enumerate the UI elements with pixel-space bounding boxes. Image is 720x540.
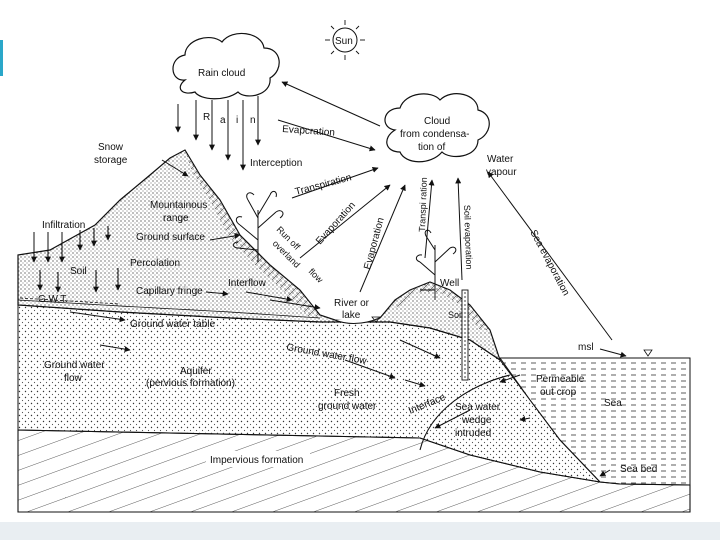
sea-label: Sea [604, 398, 622, 409]
slide-footer-band [0, 522, 720, 540]
cloud-label-line1: Cloud [424, 116, 450, 127]
msl-label: msl [578, 342, 594, 353]
ground-water-table-label: Ground water table [130, 319, 215, 330]
ground-water-table-line [17, 299, 321, 319]
river-lake-line1: River or [334, 298, 370, 309]
sea-water-wedge-line2: wedge [461, 415, 492, 426]
sea-water [499, 357, 691, 486]
salt-fresh-interface [419, 374, 511, 451]
hill-hatch [380, 282, 490, 330]
river-lake-line2: lake [342, 310, 361, 321]
sun-label: Sun [335, 36, 353, 47]
fresh-ground-water-line1: Fresh [334, 388, 360, 399]
sea-water-wedge-line3: intruded [455, 428, 491, 439]
rain-letter-i: i [236, 115, 238, 126]
infiltration-arrows [31, 226, 121, 293]
infiltration-label: Infiltration [42, 220, 85, 231]
evaporation-lake-label: Evaporation [362, 216, 386, 270]
runoff-line3: flow [307, 266, 326, 285]
river-lake [334, 317, 381, 324]
ground-surface-label: Ground surface [136, 232, 205, 243]
sun-icon [325, 20, 365, 60]
rain-cloud-label: Rain cloud [198, 68, 245, 79]
rain-letter-n: n [250, 115, 256, 126]
soil-label: Soil [70, 266, 87, 277]
permeable-outcrop-line2: out crop [540, 387, 577, 398]
slide-edge-accent [0, 40, 3, 76]
rain-arrows [175, 96, 261, 171]
aquifer-line2: (pervious formation) [146, 378, 235, 389]
tree-right-icon [415, 229, 457, 300]
snow-storage-line1: Snow [98, 142, 124, 153]
impervious-formation-label: Impervious formation [210, 455, 303, 466]
rain-cloud [172, 32, 280, 100]
fresh-ground-water-line2: ground water [318, 401, 377, 412]
capillary-fringe-label: Capillary fringe [136, 286, 203, 297]
water-vapour-line1: Water [487, 154, 514, 165]
ground-water-flow-left-line2: flow [64, 373, 83, 384]
mountain-slope-hatch [185, 150, 320, 318]
sea-bed-label: Sea bed [620, 464, 657, 475]
flow-arrows [69, 81, 613, 477]
well-shaft [461, 289, 469, 381]
condensation-cloud [384, 93, 490, 163]
transpiration-mid-label: Transpiration [294, 172, 353, 198]
ground-water-flow-left-line1: Ground water [44, 360, 105, 371]
water-vapour-line2: vapour [486, 167, 517, 178]
mountainous-range-line1: Mountainous [150, 200, 207, 211]
permeable-outcrop-line1: Permeable [536, 374, 585, 385]
snow-storage-line2: storage [94, 155, 128, 166]
soil-evaporation-label: Soil evaporation [462, 205, 474, 270]
gwt-label: G.W.T. [38, 294, 68, 305]
aquifer-line1: Aquifer [180, 366, 212, 377]
evaporation-slope-label: Evaporation [314, 200, 358, 247]
well-label: Well [440, 278, 459, 289]
interception-label: Interception [250, 158, 302, 169]
transpiration-right-label: Transpi ration [417, 177, 429, 232]
percolation-label: Percolation [130, 258, 180, 269]
mountainous-range-line2: range [163, 213, 189, 224]
rain-letter-a: a [220, 115, 226, 126]
soil-small-label: Soil [448, 310, 463, 320]
evaporation-top-label: Evapcration [282, 124, 335, 139]
sea-evaporation-label: Sea evaporation [527, 228, 571, 297]
cloud-label-line3: tion of [418, 142, 445, 153]
rain-letter-r: R [203, 112, 210, 123]
tree-left-icon [233, 190, 284, 262]
sea-water-wedge-line1: Sea water [455, 402, 501, 413]
cloud-label-line2: from condensa- [400, 129, 469, 140]
interflow-label: Interflow [228, 278, 267, 289]
